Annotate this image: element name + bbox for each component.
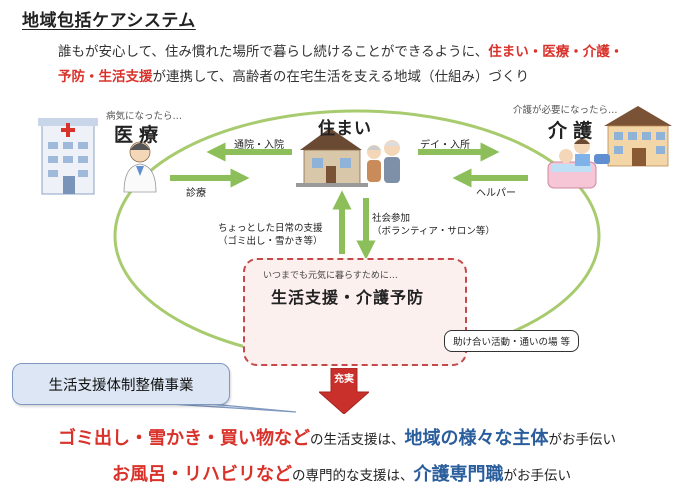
mutual-aid-bubble: 助け合い活動・通いの場 等 [444,330,580,352]
edge-housing-to-support-line1: 社会参加 [372,213,411,224]
house-icon [296,128,368,187]
bottom-1-mid: の生活支援は、 [310,432,405,448]
bathing-care-icon [547,138,597,189]
housing-label: 住まい [318,119,372,139]
bottom-2-mid: の専門的な支援は、 [292,468,414,484]
program-callout: 生活支援体制整備事業 [12,363,230,405]
support-title: 生活支援・介護予防 [271,288,425,307]
edge-housing-to-medical: 通院・入院 [234,140,284,151]
doctor-icon [123,141,157,193]
bottom-statement-1: ゴミ出し・雪かき・買い物などの生活支援は、地域の様々な主体がお手伝い [58,424,616,450]
care-caption: 介護が必要になったら… [513,105,618,116]
edge-housing-to-support: 社会参加 （ボランティア・サロン等） [372,212,495,238]
support-box [243,258,467,366]
intro-line-1: 誰もが安心して、住み慣れた場所で暮らし続けることができるように、住まい・医療・介… [58,40,623,60]
bottom-1-end: がお手伝い [548,432,617,448]
edge-housing-to-support-line2: （ボランティア・サロン等） [372,226,495,237]
medical-caption: 病気になったら… [106,111,183,122]
care-facility-icon [594,106,672,167]
intro-text-2b: が連携して、高齢者の在宅生活を支える地域（仕組み）づくり [152,69,530,85]
elderly-couple-icon [367,140,400,183]
support-caption: いつまでも元気に暮らすために… [263,271,398,281]
bottom-1-red: ゴミ出し・雪かき・買い物など [58,428,310,449]
intro-line-2: 予防・生活支援が連携して、高齢者の在宅生活を支える地域（仕組み）づくり [58,65,529,85]
bottom-1-blue: 地域の様々な主体 [404,428,549,449]
intro-text-1b: 住まい・医療・介護・ [488,44,624,60]
enrich-label: 充実 [334,374,354,385]
hospital-icon [38,118,98,195]
edge-support-to-housing-line1: ちょっとした日常の支援 [218,223,323,234]
edge-housing-to-care: デイ・入所 [420,140,470,151]
intro-text-1a: 誰もが安心して、住み慣れた場所で暮らし続けることができるように、 [58,44,489,60]
bottom-2-red: お風呂・リハビリなど [112,464,292,485]
edge-medical-to-housing: 診療 [186,188,206,199]
enrich-arrow-icon [319,368,369,414]
care-label: 介護 [548,120,599,142]
edge-support-to-housing-line2: （ゴミ出し・雪かき等） [218,236,323,247]
bottom-2-end: がお手伝い [503,468,572,484]
edge-support-to-housing: ちょっとした日常の支援 （ゴミ出し・雪かき等） [218,222,323,248]
page-title: 地域包括ケアシステム [22,11,196,31]
edge-care-to-housing: ヘルパー [476,188,516,199]
medical-label: 医療 [114,124,165,146]
bottom-2-blue: 介護専門職 [413,464,504,485]
intro-text-2a: 予防・生活支援 [58,69,153,85]
bottom-statement-2: お風呂・リハビリなどの専門的な支援は、介護専門職がお手伝い [112,460,571,486]
